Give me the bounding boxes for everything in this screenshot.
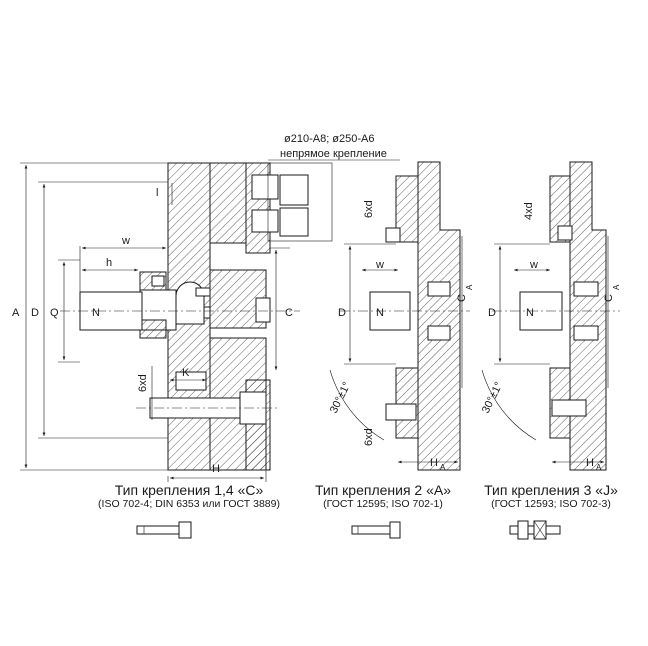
label-l: l [156,187,158,199]
type-a-label-H: H [430,457,438,469]
label-A: A [12,307,20,319]
label-6xd-main: 6xd [137,374,149,392]
type-j-label-w: w [529,259,538,271]
bolt-cap-upper-2 [279,207,309,237]
caption-type-a-title: Тип крепления 2 «A» [314,482,452,498]
caption-type-j-standards: (ГОСТ 12593; ISO 702-3) [491,498,611,510]
type-a-nut-top [427,281,451,297]
type-a-label-C-sub: A [465,284,474,290]
note-indirect-mount: непрямое крепление [280,148,387,160]
note-diameters: ø210-A8; ø250-A6 [284,133,375,145]
label-C: C [285,307,293,319]
type-j-label-H-sub: A [596,463,602,472]
caption-type-j: Тип крепления 3 «J» (ГОСТ 12593; ISO 702… [466,482,636,511]
bolt-head-upper-2 [251,209,279,233]
type-j-flange [569,161,607,471]
type-a-angle-arc [329,369,385,441]
type-a-nut-bottom [427,325,451,341]
label-H: H [212,463,220,475]
type-a-label-H-sub: A [440,463,446,472]
type-a-label-6xd-bottom: 6xd [363,428,375,446]
jaw-upper [209,162,247,244]
type-j-label-angle: 30°±1° [480,380,505,415]
type-j-angle-arc [481,369,537,441]
type-j-label-C-sub: A [612,284,621,290]
label-N: N [92,307,100,319]
type-a-label-N: N [376,307,384,319]
caption-type-j-title: Тип крепления 3 «J» [484,482,618,498]
k-slot [175,371,207,391]
type-a-label-6xd-top: 6xd [363,200,375,218]
bolt-head-upper-1 [251,174,279,200]
stud-center [255,297,271,323]
type-a-bolt-bottom [385,403,417,421]
bushing-flange-bottom [139,319,167,339]
type-j-label-4xd: 4xd [523,202,535,220]
main-section-view: A D Q N w h l K H C 6xd [12,159,400,482]
set-screw-side [195,287,211,297]
caption-type-c-standards: (ISO 702-4; DIN 6353 или ГОСТ 3889) [98,498,280,510]
label-Q: Q [50,307,59,319]
caption-type-c: Тип крепления 1,4 «C» (ISO 702-4; DIN 63… [82,482,296,511]
bolt-cap-upper-1 [279,174,309,206]
type-j-nut-top [573,281,599,297]
bolt-recess-frame [267,162,333,242]
label-w: w [121,235,130,247]
type-a-label-angle: 30°±1° [328,380,353,415]
type-a-label-D: D [338,307,346,319]
type-j-label-D: D [488,307,496,319]
set-screw-top [151,275,165,287]
label-D: D [31,307,39,319]
bolt-icon-type-j [509,520,561,540]
caption-type-a: Тип крепления 2 «A» (ГОСТ 12595; ISO 702… [300,482,466,511]
bolt-icon-type-a [351,521,401,539]
type-j-label-C: C [603,294,615,302]
label-h: h [106,257,112,269]
type-a-stud-top [385,227,401,243]
type-a-plate-lower [395,367,419,439]
type-a-label-w: w [375,259,384,271]
type-a-plate-upper [395,175,419,243]
type-j-section-view: D N w 4xd C A H A 30°±1° [480,161,621,472]
bolt-icon-type-c [136,521,192,539]
type-j-label-N: N [526,307,534,319]
label-K: K [182,367,190,379]
type-a-label-C: C [456,294,468,302]
type-j-label-H: H [586,457,594,469]
type-a-flange [417,161,461,471]
caption-type-c-title: Тип крепления 1,4 «C» [114,482,264,498]
type-j-nut-bottom [573,325,599,341]
type-j-bolt-bottom [551,399,587,417]
type-j-stud-top [557,225,573,241]
chuck-body-lower [167,317,211,471]
caption-type-a-standards: (ГОСТ 12595; ISO 702-1) [323,498,443,510]
type-a-section-view: D N w 6xd 6xd C A H A 30°±1° [328,161,474,472]
